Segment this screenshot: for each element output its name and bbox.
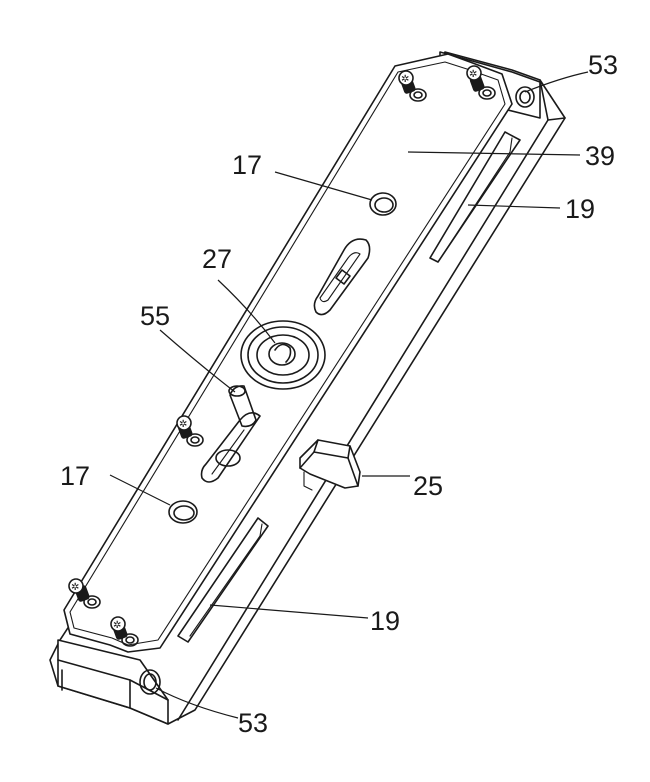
svg-text:✲: ✲: [179, 419, 187, 430]
svg-text:✲: ✲: [469, 69, 477, 80]
label-53-bottom: 53: [238, 708, 268, 738]
screw-bottom-right: ✲: [110, 616, 139, 647]
label-19-bottom: 19: [370, 606, 400, 636]
svg-text:✲: ✲: [113, 620, 121, 631]
label-17-bottom: 17: [60, 461, 90, 491]
latch: [299, 439, 361, 491]
label-19-top: 19: [565, 194, 595, 224]
label-17-top: 17: [232, 150, 262, 180]
screw-top-left: ✲: [398, 70, 427, 102]
label-55: 55: [140, 301, 170, 331]
screw-middle: ✲: [176, 415, 204, 447]
screw-top-right: ✲: [466, 65, 496, 100]
drive-pin: [228, 385, 257, 428]
mounting-hole-top: [369, 192, 397, 216]
label-27: 27: [202, 244, 232, 274]
label-25: 25: [413, 471, 443, 501]
screw-bottom-left: ✲: [68, 578, 101, 609]
lock-cylinder: [240, 320, 326, 390]
svg-text:✲: ✲: [401, 74, 409, 85]
end-hole-top: [515, 86, 535, 108]
leader-lines: [109, 71, 589, 719]
end-hole-bottom: [139, 669, 161, 695]
bolt-slot-upper: [313, 238, 371, 316]
label-39: 39: [585, 141, 615, 171]
side-slot-lower: [177, 517, 269, 643]
bolt-slot-lower: [200, 412, 261, 483]
mounting-hole-bottom: [168, 500, 198, 524]
svg-text:✲: ✲: [71, 582, 79, 593]
label-53-top: 53: [588, 50, 618, 80]
side-slot-upper: [429, 131, 521, 263]
